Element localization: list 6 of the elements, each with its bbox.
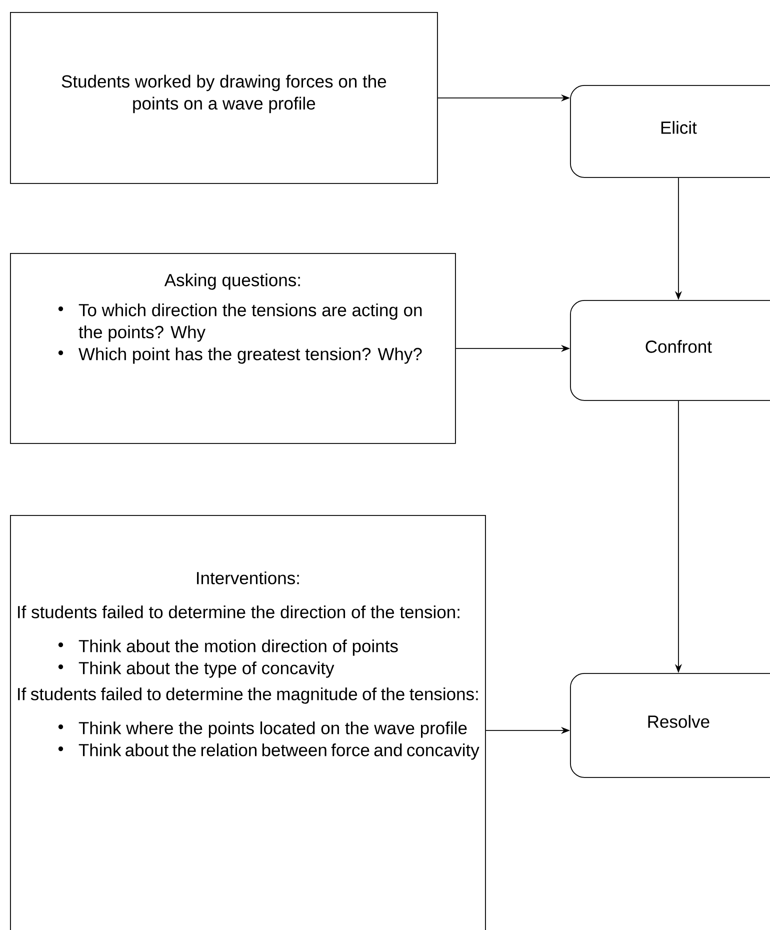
text-box: Students worked by drawing forces on the points on a wave profile: [10, 12, 438, 184]
rounded-box: Confront: [570, 300, 770, 401]
rounded-box: Elicit: [570, 85, 770, 178]
text-box: Asking questions: To which direction the tensions are acting on the points? Why Which point has the greatest tension? Why?: [10, 253, 456, 444]
rounded-box: Resolve: [570, 673, 770, 778]
text-box: Interventions: If students failed to determine the direction of the tension: Think about the motion direction of points Think about the type of concavity If students failed to determine the magnitude of the tensions: Think where the points located on the wave profile Think about the relation between force and concavity: [10, 515, 486, 930]
